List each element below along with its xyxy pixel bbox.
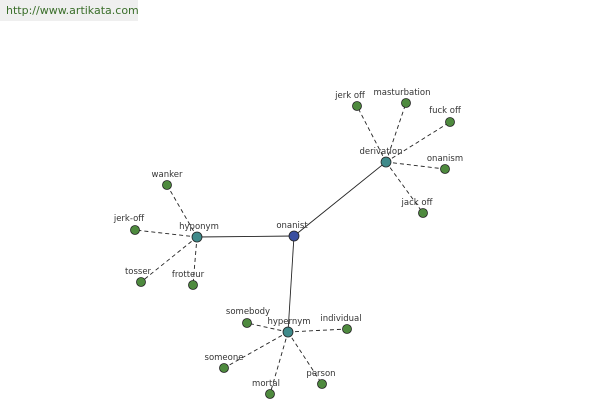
label-person: person bbox=[306, 369, 335, 379]
edge-derivation-masturbation bbox=[385, 102, 407, 163]
node-wanker[interactable] bbox=[162, 180, 172, 190]
edge-hypernym-mortal bbox=[269, 331, 289, 395]
edge-hypernym-someone bbox=[223, 331, 289, 369]
secondary-edges bbox=[134, 102, 451, 395]
label-derivation: derivation bbox=[359, 147, 402, 157]
node-jerk-off-derivation[interactable] bbox=[352, 101, 362, 111]
node-center-onanist[interactable] bbox=[288, 230, 300, 242]
edge-derivation-fuck-off bbox=[385, 121, 451, 163]
node-individual[interactable] bbox=[342, 324, 352, 334]
node-hyponym[interactable] bbox=[191, 231, 203, 243]
nodes bbox=[130, 98, 455, 399]
node-hypernym[interactable] bbox=[282, 326, 294, 338]
edge-hypernym-person bbox=[287, 331, 323, 385]
label-hypernym: hypernym bbox=[267, 317, 310, 327]
edge-hyponym-tosser bbox=[140, 236, 198, 283]
watermark-url: http://www.artikata.com bbox=[0, 0, 139, 21]
label-individual: individual bbox=[320, 314, 361, 324]
label-mortal: mortal bbox=[252, 379, 280, 389]
node-someone[interactable] bbox=[219, 363, 229, 373]
label-somebody: somebody bbox=[226, 307, 270, 317]
label-fuck-off: fuck off bbox=[429, 106, 462, 116]
labels: onanist hyponym derivation hypernym wank… bbox=[113, 88, 463, 389]
label-onanist: onanist bbox=[276, 221, 308, 231]
label-wanker: wanker bbox=[152, 170, 183, 180]
edge-hyponym-jerk-off bbox=[134, 229, 198, 238]
node-jack-off[interactable] bbox=[418, 208, 428, 218]
edge-center-derivation bbox=[293, 161, 387, 237]
edge-center-hypernym bbox=[287, 235, 295, 333]
node-derivation[interactable] bbox=[380, 156, 392, 168]
label-jerk-off-derivation: jerk off bbox=[334, 91, 366, 101]
node-onanism[interactable] bbox=[440, 164, 450, 174]
node-mortal[interactable] bbox=[265, 389, 275, 399]
edge-derivation-onanism bbox=[385, 161, 446, 170]
label-someone: someone bbox=[205, 353, 244, 363]
node-person[interactable] bbox=[317, 379, 327, 389]
primary-edges bbox=[196, 161, 387, 333]
label-frotteur: frotteur bbox=[172, 270, 205, 280]
label-jerk-off-hyponym: jerk-off bbox=[113, 214, 145, 224]
edge-center-hyponym bbox=[196, 235, 295, 238]
label-jack-off: jack off bbox=[401, 198, 434, 208]
label-hyponym: hyponym bbox=[179, 222, 219, 232]
edge-hypernym-individual bbox=[287, 328, 348, 333]
node-masturbation[interactable] bbox=[401, 98, 411, 108]
node-frotteur[interactable] bbox=[188, 280, 198, 290]
edge-derivation-jack-off bbox=[385, 161, 424, 214]
label-onanism: onanism bbox=[427, 154, 463, 164]
node-somebody[interactable] bbox=[242, 318, 252, 328]
label-masturbation: masturbation bbox=[373, 88, 430, 98]
node-tosser[interactable] bbox=[136, 277, 146, 287]
edge-derivation-jerk-off bbox=[356, 105, 387, 163]
node-fuck-off[interactable] bbox=[445, 117, 455, 127]
label-tosser: tosser bbox=[125, 267, 152, 277]
edge-hyponym-frotteur bbox=[192, 236, 198, 286]
node-jerk-off-hyponym[interactable] bbox=[130, 225, 140, 235]
edge-hyponym-wanker bbox=[166, 184, 198, 238]
